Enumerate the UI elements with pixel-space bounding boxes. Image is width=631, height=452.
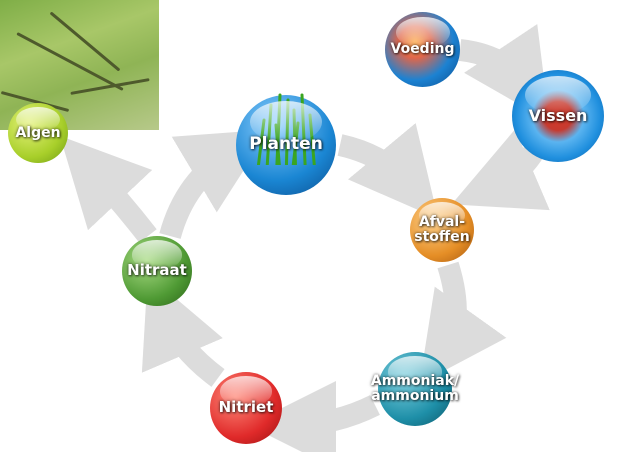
node-nitriet: Nitriet — [210, 372, 282, 444]
node-nitraat: Nitraat — [122, 236, 192, 306]
arrow-nitraat-planten — [170, 152, 232, 236]
node-afvalstoffen-label: Afval- stoffen — [414, 215, 469, 244]
arrow-vissen-afvalstoffen — [492, 150, 535, 187]
node-nitraat-label: Nitraat — [127, 263, 187, 279]
arrow-nitriet-nitraat — [165, 315, 218, 378]
node-voeding-label: Voeding — [391, 42, 455, 57]
arrow-planten-afvalstoffen — [340, 145, 410, 185]
node-algen: Algen — [8, 103, 68, 163]
node-planten: Planten — [236, 95, 336, 195]
arrow-nitraat-algen — [90, 168, 148, 236]
node-vissen-label: Vissen — [529, 108, 588, 125]
node-algen-label: Algen — [15, 126, 60, 141]
arrow-ammoniak-nitriet — [292, 405, 375, 425]
node-vissen: Vissen — [512, 70, 604, 162]
arrow-voeding-vissen — [460, 50, 525, 85]
node-ammoniak: Ammoniak/ ammonium — [378, 352, 452, 426]
arrow-afvalstoffen-ammoniak — [445, 265, 456, 348]
node-planten-label: Planten — [249, 136, 323, 154]
node-afvalstoffen: Afval- stoffen — [410, 198, 474, 262]
node-nitriet-label: Nitriet — [219, 400, 274, 416]
node-ammoniak-label: Ammoniak/ ammonium — [371, 374, 459, 403]
node-voeding: Voeding — [385, 12, 460, 87]
